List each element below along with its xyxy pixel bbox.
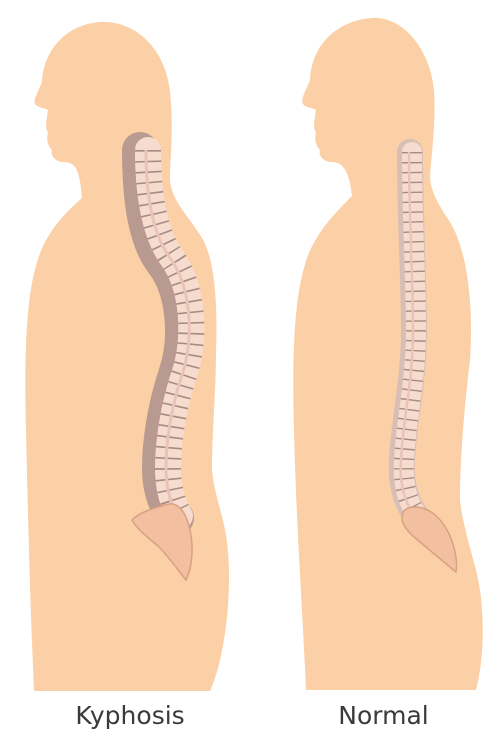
- kyphosis-figure: [25, 22, 229, 691]
- normal-figure: [293, 18, 482, 690]
- kyphosis-label: Kyphosis: [10, 699, 250, 733]
- normal-silhouette-icon: [293, 18, 482, 690]
- normal-label: Normal: [270, 699, 497, 733]
